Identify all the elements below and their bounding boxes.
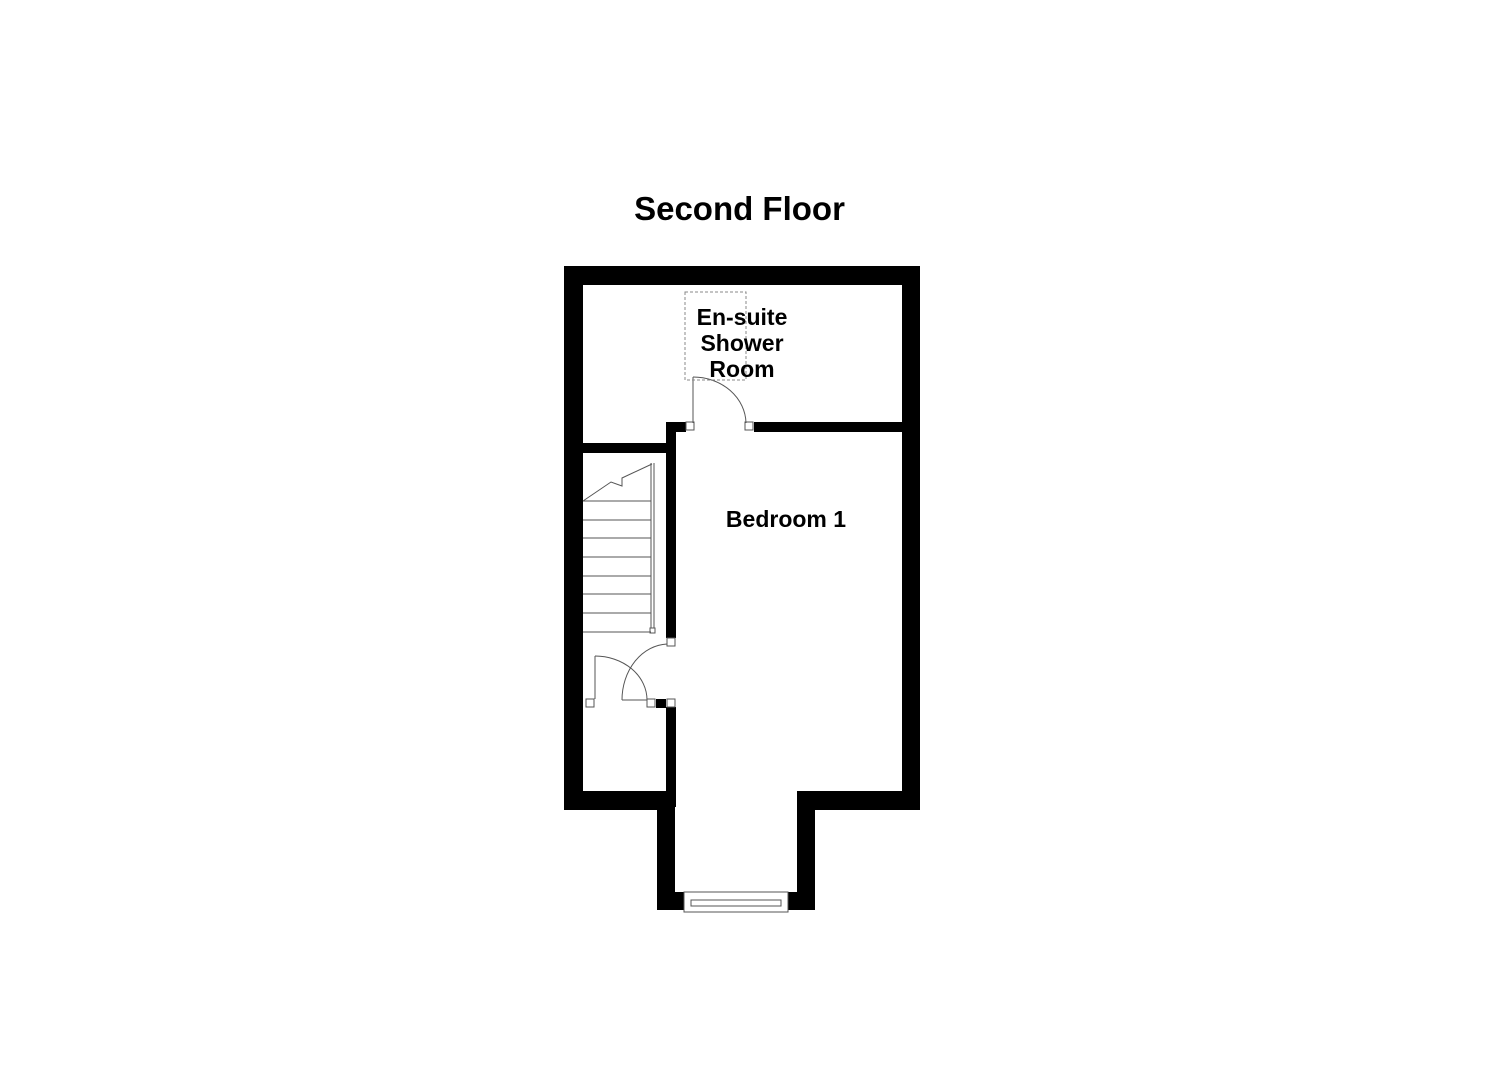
floor-title-text: Second Floor (634, 190, 845, 227)
ensuite-label-line-1: En-suite (696, 304, 788, 330)
walls (564, 266, 920, 910)
bedroom-1-label: Bedroom 1 (725, 506, 847, 532)
ensuite-label: En-suite Shower Room (680, 304, 804, 382)
bay-window (683, 891, 789, 913)
shower-tray (684, 291, 747, 381)
ensuite-label-line-3: Room (709, 356, 775, 382)
ensuite-door (692, 376, 747, 424)
door-jambs (585, 421, 754, 708)
landing-doors (594, 643, 668, 701)
staircase (582, 463, 656, 634)
floor-title: Second Floor (0, 190, 1485, 228)
ensuite-label-line-2: Shower (700, 330, 784, 356)
